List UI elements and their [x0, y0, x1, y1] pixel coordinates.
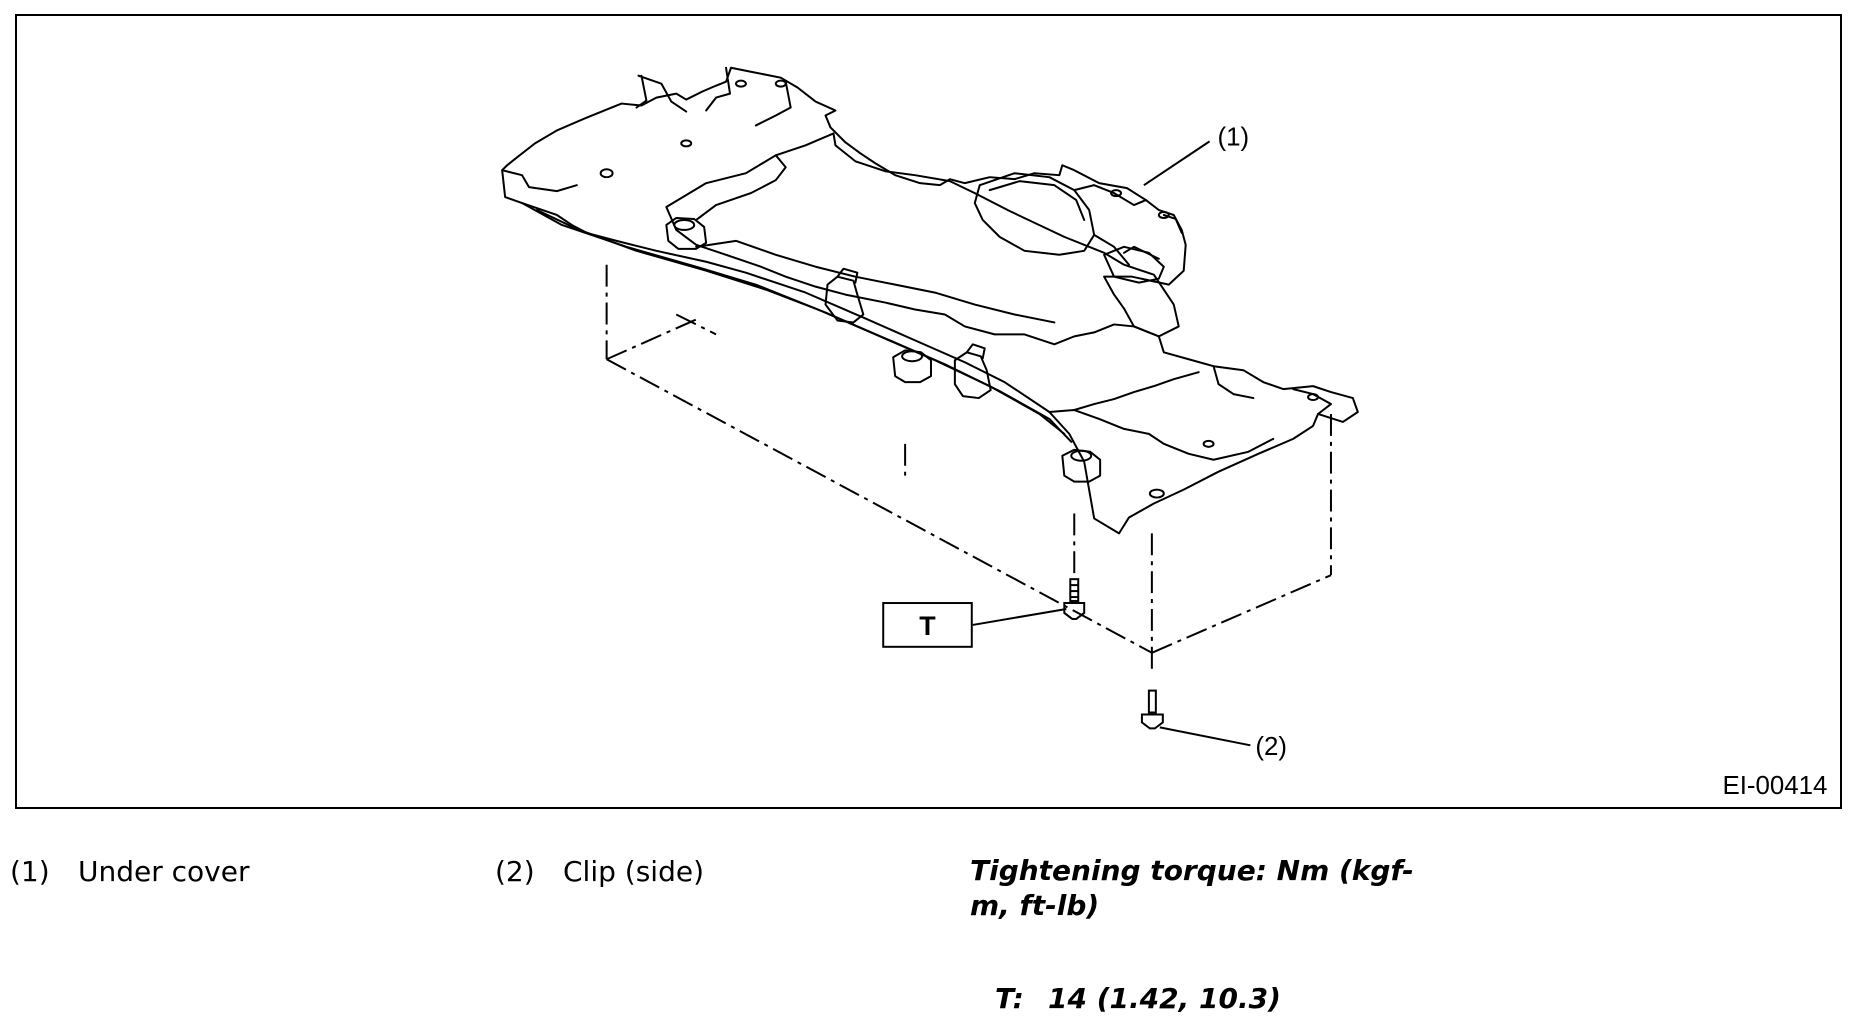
torque-marker: T — [919, 611, 936, 641]
mounting-holes — [599, 79, 1320, 499]
torque-heading: Tightening torque: Nm (kgf-m, ft-lb) — [970, 854, 1414, 922]
mount-brackets — [824, 267, 992, 400]
legend-item-under-cover: (1) Under cover — [10, 855, 250, 888]
torque-spec: T: 14 (1.42, 10.3) — [995, 982, 1281, 1015]
leader-lines — [972, 140, 1251, 747]
torque-callout-box: T — [882, 602, 973, 648]
callout-1: (1) — [1218, 123, 1250, 151]
figure-code: EI-00414 — [1723, 772, 1828, 800]
projection-lines — [605, 264, 1332, 673]
figure-frame: T (1) (2) EI-00414 — [15, 14, 1842, 809]
bolt-icon — [1063, 578, 1086, 620]
fasteners — [1063, 578, 1164, 730]
legend-number: (2) — [495, 855, 535, 888]
recessed-panel — [665, 132, 1180, 346]
callout-2: (2) — [1255, 733, 1287, 761]
legend-item-clip: (2) Clip (side) — [495, 855, 704, 888]
legend-number: (1) — [10, 855, 50, 888]
legend-text: Under cover — [78, 855, 250, 888]
torque-value: 14 (1.42, 10.3) — [1048, 982, 1281, 1015]
clip-icon — [1140, 689, 1164, 730]
right-raised-pad — [973, 172, 1096, 256]
torque-label: T: — [995, 982, 1024, 1015]
legend-text: Clip (side) — [563, 855, 704, 888]
under-cover-diagram: T (1) (2) EI-00414 — [501, 66, 1828, 800]
mount-bosses — [665, 216, 1102, 483]
